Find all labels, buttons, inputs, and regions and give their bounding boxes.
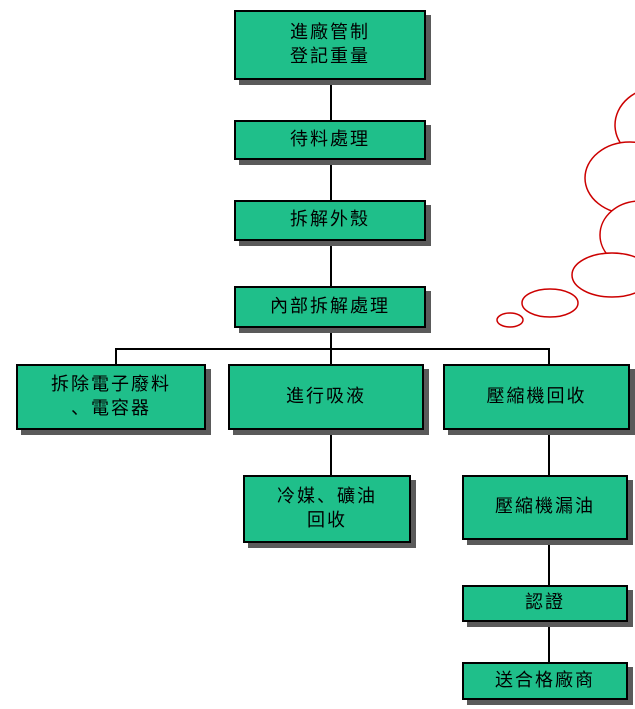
connector-line [330,241,332,286]
waiting-label: 待料處理 [290,128,370,150]
suction-label: 進行吸液 [286,385,366,407]
connector-line [330,430,332,475]
oil-drain-box: 壓縮機漏油 [462,475,628,540]
connector-line [548,622,550,662]
oil-drain-label: 壓縮機漏油 [495,496,595,518]
connector-line [330,160,332,200]
compressor-label: 壓縮機回收 [486,385,587,407]
internal-label: 內部拆解處理 [270,295,390,317]
send-box: 送合格廠商 [462,662,628,700]
waiting-box: 待料處理 [234,120,426,160]
connector-line [330,328,332,348]
compressor-box: 壓縮機回收 [443,364,630,430]
remove-parts-box: 拆除電子廢料 、電容器 [16,364,206,430]
branch-line [115,348,550,350]
dismantle-shell-label: 拆解外殼 [290,209,370,231]
connector-line [548,430,550,475]
connector-line [548,540,550,585]
connector-line [548,348,550,364]
remove-parts-label: 拆除電子廢料 、電容器 [51,373,171,419]
intake-label: 進廠管制 登記重量 [290,21,370,67]
certify-label: 認證 [525,592,565,614]
connector-line [330,348,332,364]
dismantle-shell-box: 拆解外殼 [234,200,426,241]
intake-box: 進廠管制 登記重量 [234,10,426,80]
connector-line [330,80,332,120]
send-label: 送合格廠商 [495,669,595,691]
suction-box: 進行吸液 [228,364,424,430]
internal-box: 內部拆解處理 [234,286,426,328]
certify-box: 認證 [462,585,628,622]
refrigerant-label: 冷媒、礦油 回收 [277,485,377,531]
connector-line [115,348,117,364]
refrigerant-box: 冷媒、礦油 回收 [243,475,411,543]
